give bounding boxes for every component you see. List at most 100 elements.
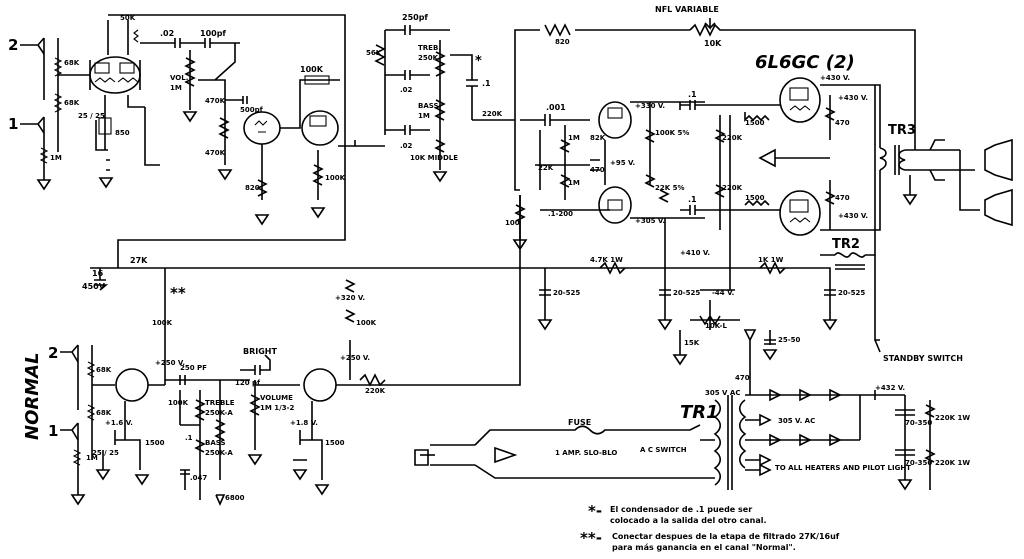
c001: .001 bbox=[546, 103, 566, 112]
r1m-b: 1M bbox=[568, 179, 580, 187]
fuse-label: FUSE bbox=[568, 418, 591, 427]
footnote-star-line2: colocado a la salida del otro canal. bbox=[610, 516, 767, 525]
star-marker: * bbox=[475, 54, 482, 69]
v410: +410 V. bbox=[680, 249, 710, 257]
c1-200: .1-200 bbox=[548, 210, 573, 218]
treb-label: TREB. bbox=[418, 44, 441, 52]
r82k: 82K bbox=[590, 134, 606, 142]
r470-pi: 470 bbox=[590, 166, 605, 174]
r68k-top: 68K bbox=[64, 59, 80, 67]
tr1-label: TR1 bbox=[680, 402, 719, 423]
component-labels: 2 1 68K 68K 1M 50K .02 100pf VOL. 1M 500… bbox=[8, 5, 970, 502]
r10k-l: 10K-L bbox=[705, 322, 727, 330]
bass-n: BASS bbox=[205, 439, 226, 447]
c1-label: .1 bbox=[482, 79, 491, 88]
v320: +320 V. bbox=[335, 294, 365, 302]
v430-top: +430 V. bbox=[820, 74, 850, 82]
nfl-label: NFL VARIABLE bbox=[655, 5, 719, 14]
footnote-dstar-line1: Conectar despues de la etapa de filtrado… bbox=[612, 532, 840, 541]
v450: 450V bbox=[82, 282, 106, 291]
treb-value: 250K bbox=[418, 54, 439, 62]
v305: +305 V. bbox=[635, 217, 665, 225]
power-tube-label: 6L6GC (2) bbox=[755, 52, 855, 73]
c25-n: 25 / 25 bbox=[92, 449, 119, 457]
r220k-a: 220K bbox=[722, 134, 743, 142]
r15k: 15K bbox=[684, 339, 700, 347]
c02-b: .02 bbox=[400, 142, 413, 150]
r470k-b: 470K bbox=[205, 149, 226, 157]
c20-525-c: 20-525 bbox=[838, 289, 865, 297]
c16: 16 bbox=[92, 269, 104, 278]
fuse-value: 1 AMP. SLO-BLO bbox=[555, 449, 617, 457]
r100k-a: 100K bbox=[300, 65, 324, 74]
treble-n: TREBLE bbox=[205, 399, 235, 407]
c02a: .02 bbox=[160, 29, 174, 38]
vol-label: VOL. bbox=[170, 74, 188, 82]
r68k-n2: 68K bbox=[96, 409, 112, 417]
r220k-1w-a: 220K 1W bbox=[935, 414, 970, 422]
r50k: 50K bbox=[120, 14, 136, 22]
bright-label: BRIGHT bbox=[243, 347, 277, 356]
standby-label: STANDBY SWITCH bbox=[883, 354, 963, 363]
r470k-a: 470K bbox=[205, 97, 226, 105]
double-star-marker: ** bbox=[170, 284, 186, 302]
c250pf-n: 250 PF bbox=[180, 364, 207, 372]
r100k-b: 100K bbox=[325, 174, 346, 182]
v430-c: +430 V. bbox=[838, 212, 868, 220]
r1500-a: 1500 bbox=[745, 119, 765, 127]
c120pf: 120 pf bbox=[235, 379, 261, 387]
v1-6: +1.6 V. bbox=[105, 419, 133, 427]
r220k-pi: 220K bbox=[482, 110, 503, 118]
c250pf-top: 250pf bbox=[402, 13, 428, 22]
footnote-dstar-line2: para más ganancia en el canal "Normal". bbox=[612, 543, 796, 552]
r68k-n1: 68K bbox=[96, 366, 112, 374]
c1-bot: .1 bbox=[688, 195, 697, 204]
v95: +95 V. bbox=[610, 159, 635, 167]
r27k: 27K bbox=[130, 256, 148, 265]
bass-label: BASS bbox=[418, 102, 439, 110]
r470-neg: 470 bbox=[735, 374, 750, 382]
r1500-b: 1500 bbox=[745, 194, 765, 202]
r1m: 1M bbox=[50, 154, 62, 162]
r22k-5: 22K 5% bbox=[655, 184, 685, 192]
c70-350-b: 70-350 bbox=[905, 459, 932, 467]
c70-350-a: 70-350 bbox=[905, 419, 932, 427]
r220k-n: 220K bbox=[365, 387, 386, 395]
phase-inverter bbox=[512, 100, 780, 291]
c1-n: .1 bbox=[185, 434, 193, 442]
bias-supply bbox=[672, 300, 778, 395]
r22k: 22K bbox=[538, 164, 554, 172]
top-channel-input-stage bbox=[20, 14, 385, 262]
r56k: 56K bbox=[366, 49, 382, 57]
r820-a: 820 bbox=[245, 184, 260, 192]
v250: +250 V. bbox=[155, 359, 185, 367]
c20-525-a: 20-525 bbox=[553, 289, 580, 297]
r68k-bot: 68K bbox=[64, 99, 80, 107]
volume-n: VOLUME bbox=[260, 394, 293, 402]
input-2-label: 2 bbox=[8, 36, 18, 54]
c20-525-b: 20-525 bbox=[673, 289, 700, 297]
r100k-n1: 100K bbox=[152, 319, 173, 327]
c02-t: .02 bbox=[400, 86, 413, 94]
volume-val: 1M 1/3-2 bbox=[260, 404, 294, 412]
c047: .047 bbox=[190, 474, 207, 482]
r100k-n3: 100K bbox=[168, 399, 189, 407]
r100k-5: 100K 5% bbox=[655, 129, 689, 137]
v305ac: 305 V. AC bbox=[778, 417, 815, 425]
footnotes: *- El condensador de .1 puede ser coloca… bbox=[580, 502, 840, 552]
r470-b: 470 bbox=[835, 194, 850, 202]
ac-switch-label: A C SWITCH bbox=[640, 446, 687, 454]
heaters-label: TO ALL HEATERS AND PILOT LIGHT bbox=[775, 464, 911, 472]
c25-50: 25-50 bbox=[778, 336, 801, 344]
v430-b: +430 V. bbox=[838, 94, 868, 102]
r820-b: 820 bbox=[555, 38, 570, 46]
r1500-n: 1500 bbox=[145, 439, 165, 447]
r850: 850 bbox=[115, 129, 130, 137]
v432: +432 V. bbox=[875, 384, 905, 392]
r1m-a: 1M bbox=[568, 134, 580, 142]
normal-in1: 1 bbox=[48, 422, 58, 440]
normal-channel-label: NORMAL bbox=[22, 352, 43, 440]
footnote-star-line1: El condensador de .1 puede ser bbox=[610, 505, 752, 514]
power-supply bbox=[414, 388, 936, 491]
